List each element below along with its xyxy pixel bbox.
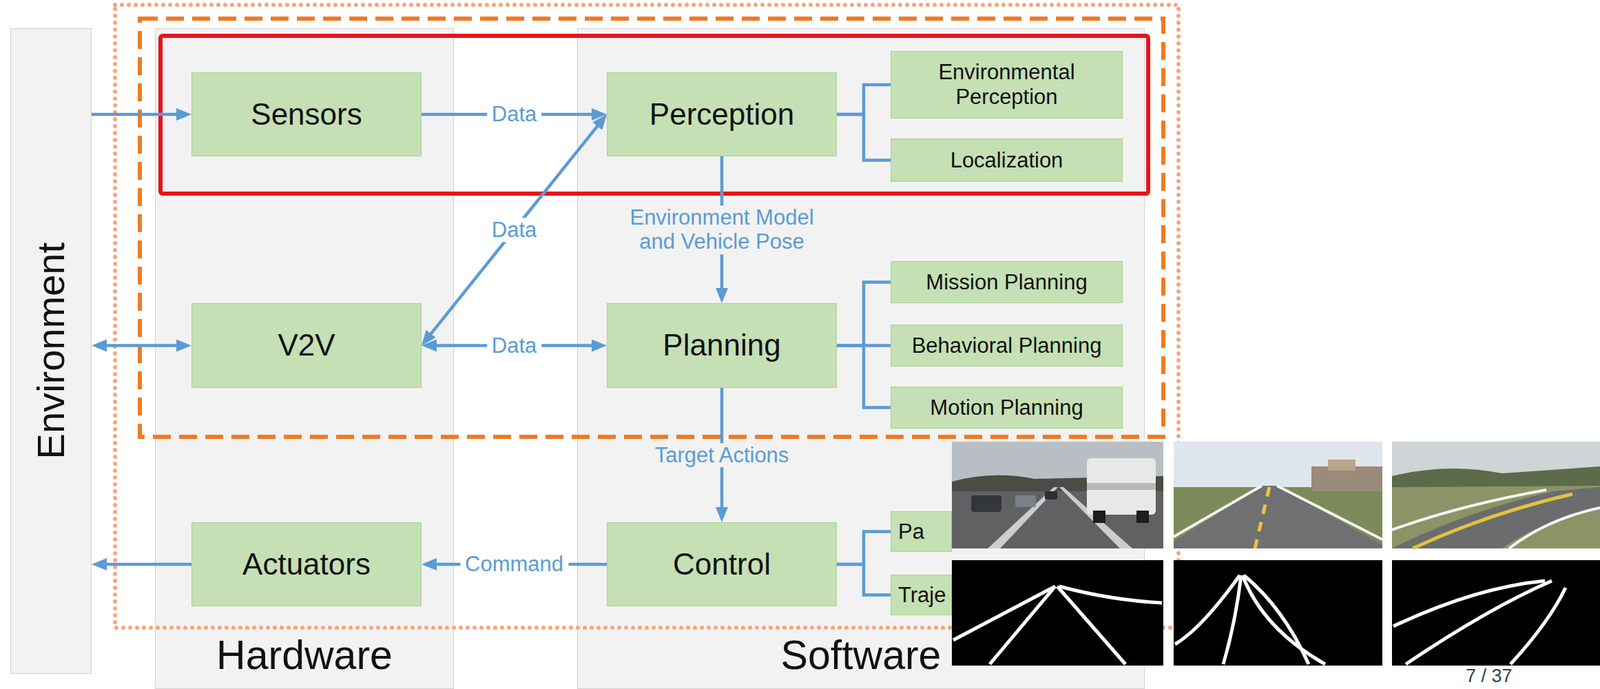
lane-mask — [951, 559, 1164, 666]
lane-mask — [953, 586, 1056, 640]
subtask-box: Localization — [890, 138, 1123, 182]
subtask-box: Mission Planning — [890, 261, 1123, 304]
road-photo — [971, 495, 1002, 512]
box-label: Behavioral Planning — [911, 333, 1103, 359]
lane-mask — [1405, 580, 1552, 664]
road-photo — [951, 441, 1164, 549]
road-photo — [1136, 510, 1149, 523]
road-photo — [1391, 441, 1600, 549]
arrow-connector — [99, 343, 184, 348]
subtask-box: Pa — [890, 511, 952, 552]
road-photo — [951, 441, 1164, 549]
lane-mask — [1173, 559, 1383, 666]
road-photo — [1093, 510, 1106, 523]
box-label: Actuators — [242, 546, 371, 583]
module-box: Actuators — [191, 522, 422, 607]
box-label: Motion Planning — [929, 395, 1083, 421]
box-label: Pa — [898, 519, 925, 545]
box-label: V2V — [277, 327, 335, 363]
road-photo — [1173, 485, 1262, 537]
module-box: Planning — [606, 303, 837, 388]
lane-mask — [1173, 559, 1383, 666]
road-photo — [1509, 507, 1600, 549]
box-label: Environmental Perception — [899, 59, 1114, 109]
lane-mask — [951, 559, 1164, 666]
road-photo — [1173, 441, 1383, 549]
box-label: Control — [672, 546, 771, 583]
edge-label: Data — [486, 333, 542, 359]
box-label: Sensors — [250, 97, 362, 133]
road-photo — [1086, 458, 1156, 515]
page-number: 7 / 37 — [1465, 666, 1513, 687]
road-photo — [1391, 466, 1600, 487]
edge-label: Environment Model and Vehicle Pose — [613, 205, 830, 255]
edge-label: Data — [486, 101, 542, 127]
box-label: Traje — [898, 582, 946, 608]
lane-mask — [1243, 575, 1309, 664]
road-photo — [1015, 495, 1036, 507]
road-photo — [1044, 491, 1058, 500]
hardware-band: Hardware SensorsV2V Actuators — [154, 28, 454, 689]
edge-label: Target Actions — [650, 442, 795, 468]
lane-mask — [1510, 587, 1566, 664]
road-photo — [1254, 486, 1270, 549]
subtask-box: Motion Planning — [890, 386, 1123, 429]
box-label: Localization — [950, 148, 1064, 173]
road-photo — [1391, 441, 1600, 549]
band-title: Software — [781, 632, 942, 680]
module-box: Control — [606, 522, 837, 607]
arrow-connector — [91, 112, 184, 117]
subtask-box: Traje — [890, 574, 952, 616]
edge-label: Data — [486, 217, 542, 243]
module-box: V2V — [191, 303, 422, 388]
band-title: Environment — [28, 242, 74, 459]
road-photo — [1086, 482, 1156, 490]
subtask-box: Environmental Perception — [890, 50, 1123, 119]
box-label: Perception — [649, 97, 795, 133]
arrow-connector — [99, 562, 192, 567]
lane-mask — [989, 586, 1056, 664]
edge-label: Command — [460, 551, 569, 577]
box-label: Mission Planning — [925, 269, 1087, 295]
subtask-box: Behavioral Planning — [890, 324, 1123, 367]
module-box: Perception — [606, 72, 837, 157]
road-photo — [1391, 486, 1600, 549]
road-photo — [1327, 459, 1356, 471]
lane-mask — [1059, 586, 1162, 603]
band-title: Hardware — [216, 632, 393, 680]
road-photo — [1276, 485, 1383, 540]
road-photo — [1412, 493, 1573, 549]
environment-band: Environment — [10, 28, 92, 674]
lane-mask — [1391, 559, 1600, 666]
lane-mask — [1223, 575, 1242, 664]
road-photo — [1173, 441, 1383, 549]
road-photo — [1391, 489, 1547, 530]
lane-mask — [1242, 575, 1326, 664]
lane-mask — [1393, 580, 1545, 627]
road-photo — [1173, 485, 1383, 549]
box-label: Planning — [662, 327, 781, 363]
module-box: Sensors — [191, 72, 422, 157]
lane-mask — [1391, 559, 1600, 666]
